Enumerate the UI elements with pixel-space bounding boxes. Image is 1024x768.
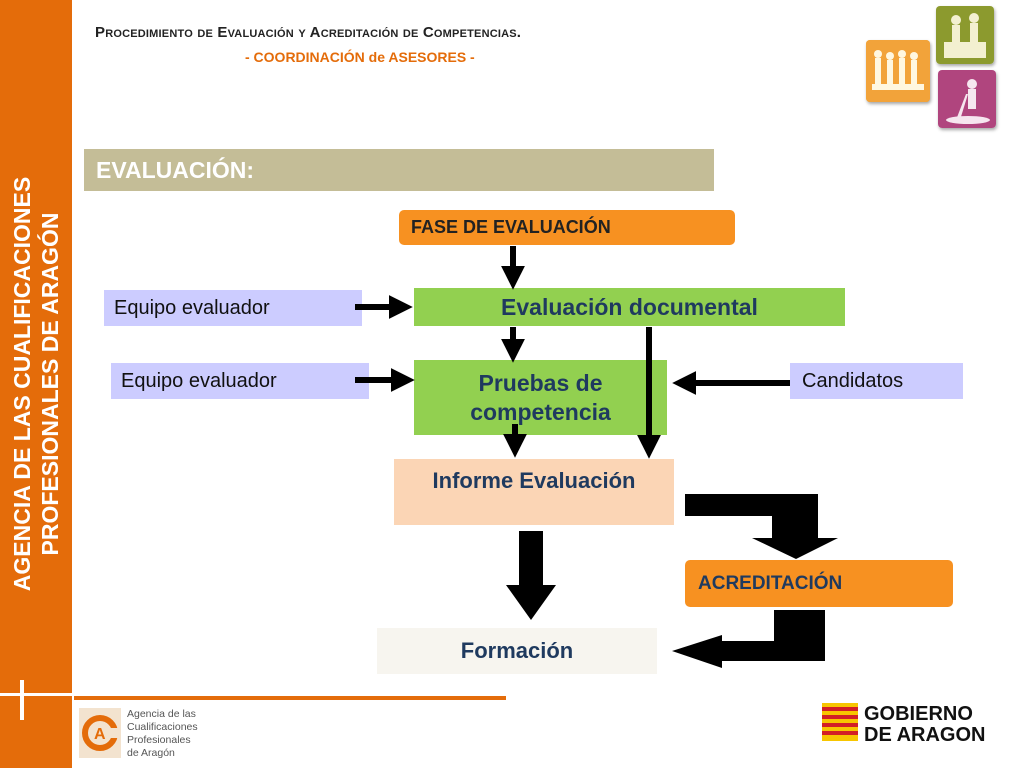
pruebas-competencia-label: Pruebas de competencia — [470, 369, 611, 425]
arrow-informe-to-acreditacion — [685, 494, 838, 559]
svg-text:Profesionales: Profesionales — [127, 734, 191, 746]
svg-text:DE ARAGON: DE ARAGON — [864, 724, 985, 746]
equipo-evaluador-label-2: Equipo evaluador — [121, 369, 277, 392]
arrow-informe-to-formacion — [506, 531, 556, 620]
candidatos-label: Candidatos — [802, 369, 904, 392]
pruebas-competencia-box: Pruebas de competencia — [414, 360, 667, 435]
sidebar — [0, 0, 72, 768]
formacion-label: Formación — [460, 638, 574, 663]
svg-text:A: A — [94, 726, 106, 743]
candidatos-box: Candidatos — [790, 363, 963, 399]
informe-evaluacion-box: Informe Evaluación — [394, 459, 674, 525]
acreditacion-box: ACREDITACIÓN — [685, 560, 953, 607]
header-subtitle: - COORDINACIÓN de ASESORES - — [245, 49, 475, 65]
sidebar-divider — [0, 680, 72, 720]
equipo-evaluador-box-2: Equipo evaluador — [111, 363, 369, 399]
workers-photo-icon — [936, 6, 994, 64]
svg-text:de Aragón: de Aragón — [127, 747, 175, 759]
footer-divider — [74, 696, 506, 700]
section-bar — [84, 149, 714, 191]
group-photo-icon — [866, 40, 930, 102]
fase-evaluacion-label: FASE DE EVALUACIÓN — [411, 217, 611, 237]
svg-text:Agencia de las: Agencia de las — [127, 708, 196, 720]
arrow-acreditacion-to-formacion — [672, 610, 825, 668]
acreditacion-label: ACREDITACIÓN — [698, 572, 843, 594]
fase-evaluacion-box: FASE DE EVALUACIÓN — [399, 210, 735, 245]
equipo-evaluador-label-1: Equipo evaluador — [114, 296, 270, 319]
equipo-evaluador-box-1: Equipo evaluador — [104, 290, 362, 326]
svg-text:GOBIERNO: GOBIERNO — [864, 703, 973, 725]
surveyor-photo-icon — [938, 70, 996, 128]
svg-text:Cualificaciones: Cualificaciones — [127, 721, 198, 733]
informe-evaluacion-label: Informe Evaluación — [432, 468, 636, 493]
evaluacion-documental-box: Evaluación documental — [414, 288, 845, 326]
section-title: EVALUACIÓN: — [96, 157, 255, 183]
formacion-box: Formación — [377, 628, 657, 674]
agency-logo: A Agencia de las Cualificaciones Profesi… — [77, 704, 227, 762]
header-title: Procedimiento de Evaluación y Acreditaci… — [95, 24, 522, 41]
gobierno-aragon-logo: GOBIERNO DE ARAGON — [820, 700, 1000, 746]
evaluacion-documental-label: Evaluación documental — [501, 293, 758, 320]
